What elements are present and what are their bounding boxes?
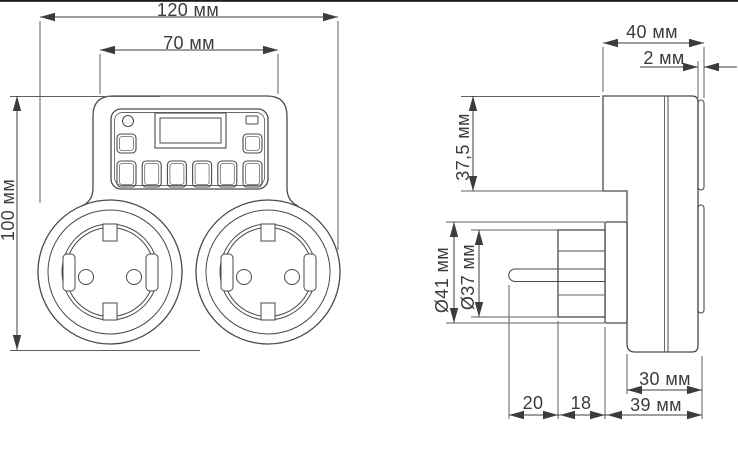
dimension-graphics [10, 12, 737, 420]
side-body-outline [602, 95, 699, 353]
side-view [508, 95, 705, 353]
side-notch-right [145, 253, 159, 292]
side-notch-left [62, 253, 76, 292]
control-panel [110, 108, 269, 190]
front-rim-upper [697, 99, 705, 191]
ground-clip-top [260, 223, 276, 242]
panel-buttons-row2 [116, 160, 263, 188]
panel-bezel-outer [110, 108, 269, 190]
dimension-arrows [12, 12, 719, 420]
front-view [37, 95, 341, 345]
plug-flange [604, 221, 628, 324]
pin-hole [78, 269, 94, 285]
extension-lines [10, 21, 705, 419]
led-indicator [122, 115, 134, 127]
plug-pin [508, 268, 558, 283]
lcd-display-outer [154, 112, 227, 149]
front-rim-lower [697, 204, 705, 314]
panel-bezel-inner [114, 112, 265, 186]
pin-hole [284, 269, 300, 285]
pin-hole [126, 269, 142, 285]
plug-barrel [557, 229, 606, 318]
panel-buttons-row1 [116, 133, 263, 154]
mode-indicator [245, 115, 259, 125]
lcd-display-inner [159, 117, 222, 144]
ground-clip-bottom [102, 302, 118, 321]
ground-clip-top [102, 223, 118, 242]
socket-right [195, 199, 341, 345]
front-housing-outline [81, 95, 299, 207]
ground-clip-bottom [260, 302, 276, 321]
side-notch-right [303, 253, 317, 292]
pin-hole [236, 269, 252, 285]
page-top-border [0, 0, 738, 2]
socket-left [37, 199, 183, 345]
side-notch-left [220, 253, 234, 292]
